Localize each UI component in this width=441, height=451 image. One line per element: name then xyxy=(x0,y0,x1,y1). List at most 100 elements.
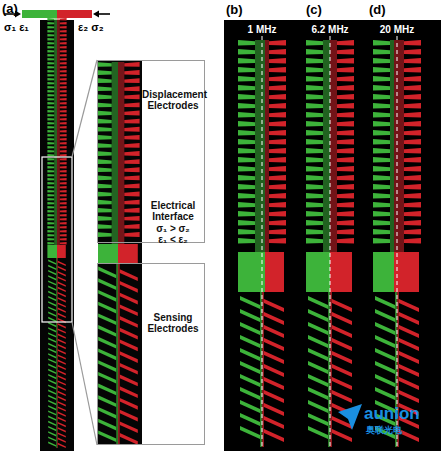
displacement-electrode xyxy=(337,148,354,153)
displacement-electrode xyxy=(238,238,255,243)
displacement-electrode xyxy=(47,202,54,204)
sensing-electrode xyxy=(332,312,352,325)
sensing-electrode xyxy=(98,290,116,302)
displacement-electrode xyxy=(269,139,286,144)
sensing-electrode xyxy=(332,429,352,442)
displacement-electrode xyxy=(60,22,67,24)
sensing-electrode xyxy=(240,426,260,439)
displacement-electrode xyxy=(124,208,139,213)
displacement-electrode xyxy=(98,86,112,91)
displacement-electrode xyxy=(47,234,54,236)
displacement-electrode xyxy=(60,62,67,64)
sensing-electrode xyxy=(48,400,56,405)
displacement-electrode xyxy=(269,58,286,63)
displacement-electrode xyxy=(404,184,421,189)
sensing-electrode xyxy=(240,309,260,322)
displacement-electrode xyxy=(98,62,112,67)
sensing-electrode xyxy=(264,312,284,325)
displacement-electrode xyxy=(238,76,255,81)
displacement-electrode xyxy=(306,238,323,243)
displacement-electrode xyxy=(60,174,67,176)
displacement-electrode xyxy=(238,139,255,144)
sensing-electrode xyxy=(48,426,56,431)
sensing-electrode xyxy=(308,361,328,374)
displacement-electrode xyxy=(337,166,354,171)
displacement-electrode xyxy=(98,151,112,156)
sensing-electrode xyxy=(48,286,56,291)
sensing-electrode xyxy=(58,328,66,333)
displacement-electrode xyxy=(373,175,390,180)
center-line xyxy=(262,36,263,447)
sensing-electrode xyxy=(58,360,66,365)
displacement-electrode xyxy=(98,232,112,237)
displacement-electrode xyxy=(47,102,54,104)
sensing-electrode xyxy=(58,401,66,406)
sensing-electrode xyxy=(58,422,66,427)
displacement-electrode xyxy=(306,184,323,189)
panel-letter: (b) xyxy=(226,3,243,17)
displacement-electrode xyxy=(124,216,139,221)
sensing-electrode xyxy=(48,416,56,421)
interface-electrode xyxy=(330,252,352,292)
displacement-electrode xyxy=(60,30,67,32)
displacement-electrode xyxy=(47,154,54,156)
displacement-electrode xyxy=(337,130,354,135)
displacement-electrode xyxy=(60,134,67,136)
displacement-electrode xyxy=(60,214,67,216)
displacement-electrode xyxy=(60,202,67,204)
condition-label: ε₁ < ε₂ xyxy=(158,234,187,245)
displacement-electrode xyxy=(404,202,421,207)
displacement-electrode xyxy=(60,218,67,220)
displacement-electrode xyxy=(98,143,112,148)
sensing-electrode xyxy=(98,372,116,384)
displacement-electrode xyxy=(47,170,54,172)
displacement-electrode xyxy=(238,121,255,126)
displacement-electrode xyxy=(60,126,67,128)
displacement-electrode xyxy=(47,90,54,92)
sensing-electrode xyxy=(98,384,116,396)
displacement-electrode xyxy=(238,49,255,54)
displacement-electrode xyxy=(404,58,421,63)
interface-label: Electrical Interface xyxy=(144,200,202,222)
sensing-electrode xyxy=(308,387,328,400)
displacement-electrode xyxy=(306,220,323,225)
sensing-electrode xyxy=(48,343,56,348)
sensing-electrode xyxy=(399,364,419,377)
sensing-electrode xyxy=(264,403,284,416)
frequency-label: 20 MHz xyxy=(380,24,414,35)
flow-stream xyxy=(330,40,337,252)
displacement-electrode xyxy=(238,94,255,99)
displacement-electrode xyxy=(60,98,67,100)
sensing-electrode xyxy=(58,375,66,380)
sensing-electrode xyxy=(48,301,56,306)
displacement-electrode xyxy=(60,222,67,224)
displacement-electrode xyxy=(47,46,54,48)
displacement-electrode xyxy=(238,67,255,72)
sensing-electrode xyxy=(120,433,138,444)
sensing-electrode xyxy=(240,400,260,413)
displacement-electrode xyxy=(238,166,255,171)
sensing-electrode xyxy=(264,390,284,403)
displacement-electrode xyxy=(404,238,421,243)
flow-stream xyxy=(255,40,265,252)
sensing-electrode xyxy=(332,377,352,390)
displacement-electrode xyxy=(47,222,54,224)
sensing-electrode xyxy=(58,266,66,271)
flow-stream xyxy=(112,62,118,244)
sensing-electrode xyxy=(58,406,66,411)
sensing-electrode xyxy=(120,304,138,316)
inlet-property: σ₁ ε₁ xyxy=(4,21,29,33)
displacement-electrode xyxy=(337,157,354,162)
displacement-electrode xyxy=(60,182,67,184)
sensing-electrode xyxy=(58,292,66,297)
interface-electrode xyxy=(373,252,394,292)
displacement-electrode xyxy=(238,148,255,153)
displacement-electrode xyxy=(269,193,286,198)
sensing-electrode xyxy=(48,322,56,327)
sensing-electrode xyxy=(58,365,66,370)
interface-electrode xyxy=(57,245,66,258)
displacement-electrode xyxy=(269,229,286,234)
sensing-electrode xyxy=(48,312,56,317)
displacement-electrode xyxy=(124,192,139,197)
